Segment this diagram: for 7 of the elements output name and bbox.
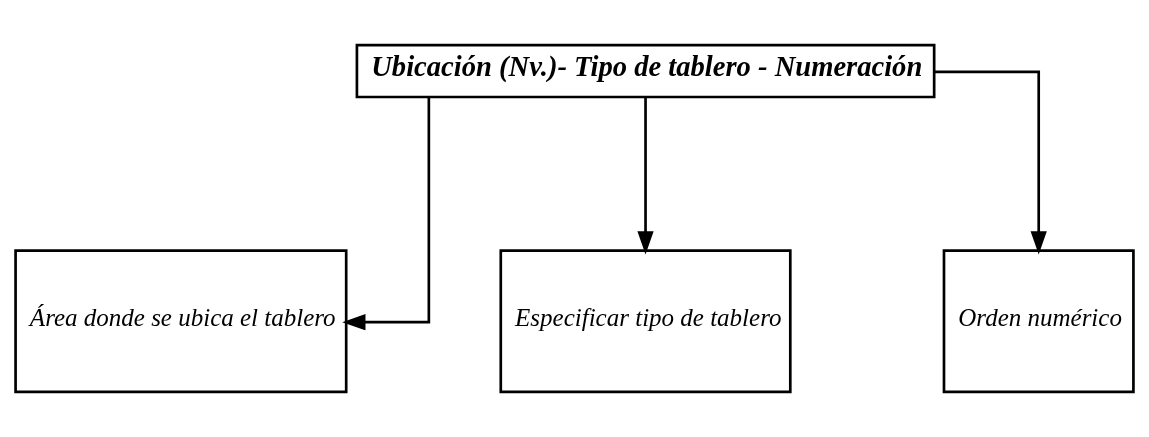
node-box: Ubicación (Nv.)- Tipo de tablero - Numeración: [355, 43, 936, 99]
arrow: [637, 97, 654, 255]
node-box: Especificar tipo de tablero: [499, 249, 792, 394]
arrow: [934, 70, 1047, 255]
node-box: Área donde se ubica el tablero: [14, 249, 348, 394]
arrow: [342, 97, 431, 331]
node-box: Orden numérico: [942, 249, 1135, 394]
